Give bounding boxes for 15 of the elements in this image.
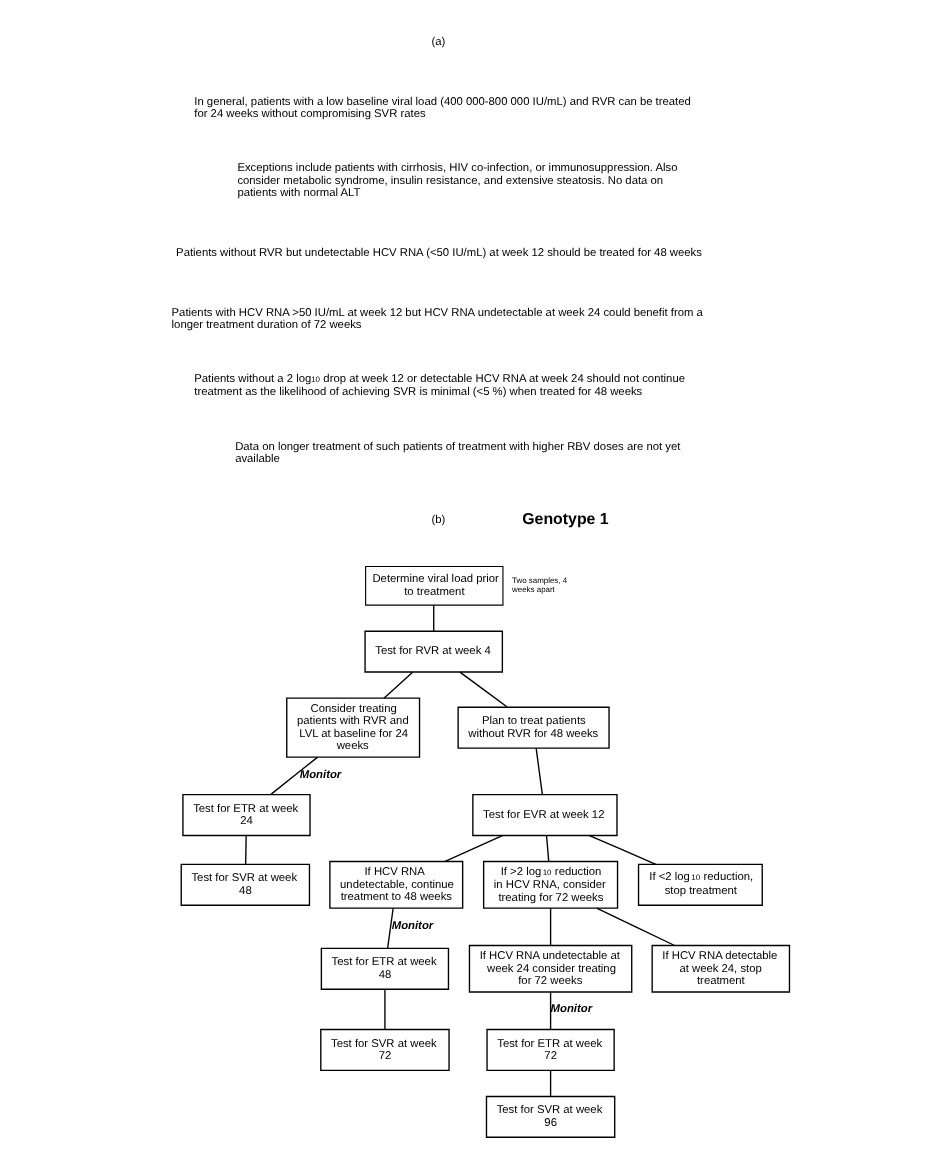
connector [549, 907, 552, 947]
connector [545, 835, 550, 862]
connector [535, 747, 543, 796]
connector [444, 834, 503, 863]
connector [549, 1069, 552, 1097]
connector [588, 834, 657, 865]
connector [549, 991, 552, 1030]
connector [386, 907, 394, 949]
connector [383, 671, 414, 699]
connector [433, 604, 435, 632]
connector [459, 671, 508, 708]
connector [270, 756, 318, 796]
connector [596, 907, 676, 947]
connector [245, 835, 247, 865]
connector [384, 988, 386, 1030]
